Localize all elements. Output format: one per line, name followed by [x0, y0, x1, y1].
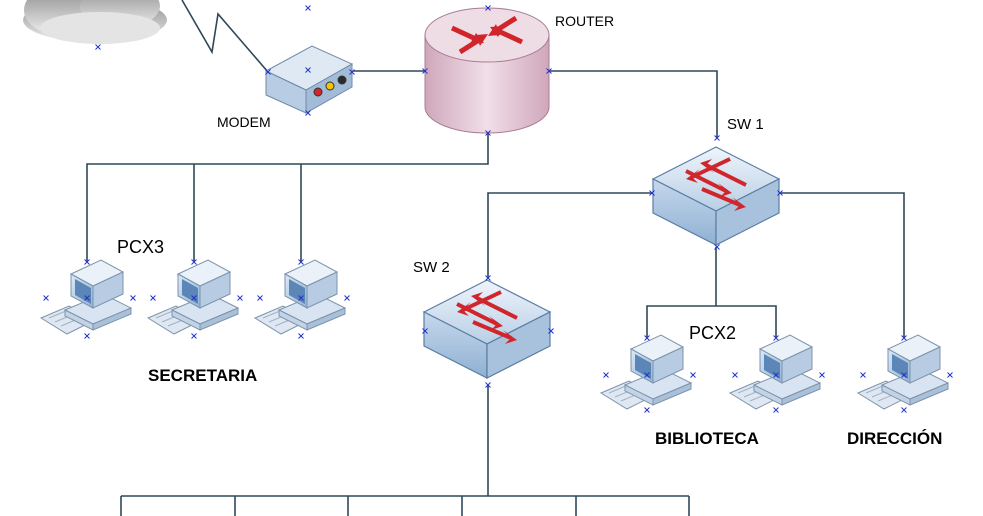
anchor-marks	[43, 5, 953, 413]
biblioteca-label: BIBLIOTECA	[655, 429, 759, 448]
network-links	[86, 0, 905, 516]
secretaria-label: SECRETARIA	[148, 366, 257, 385]
router-label: ROUTER	[555, 13, 614, 29]
link-sw1-sw2	[487, 192, 652, 278]
link-router-secretaria	[86, 133, 489, 262]
link-cloud-modem	[181, 0, 269, 73]
modem-label: MODEM	[217, 114, 271, 130]
computer-icon-biblioteca-2	[729, 334, 821, 410]
switch-icon-sw1	[651, 145, 781, 247]
pcx2-label: PCX2	[689, 323, 736, 343]
cloud-icon	[23, 0, 167, 44]
router-icon	[424, 7, 550, 134]
switch-icon-sw2	[422, 278, 552, 380]
link-sw1-direccion	[780, 192, 905, 338]
link-biblioteca-pcs	[646, 305, 777, 338]
computer-icon-biblioteca-1	[600, 334, 692, 410]
direccion-label: DIRECCIÓN	[847, 429, 942, 448]
sw1-label: SW 1	[727, 116, 764, 133]
pcx3-label: PCX3	[117, 237, 164, 257]
sw2-label: SW 2	[413, 259, 450, 276]
link-router-sw1	[549, 70, 718, 138]
computer-icon-direccion	[857, 334, 949, 410]
modem-icon	[264, 45, 354, 114]
